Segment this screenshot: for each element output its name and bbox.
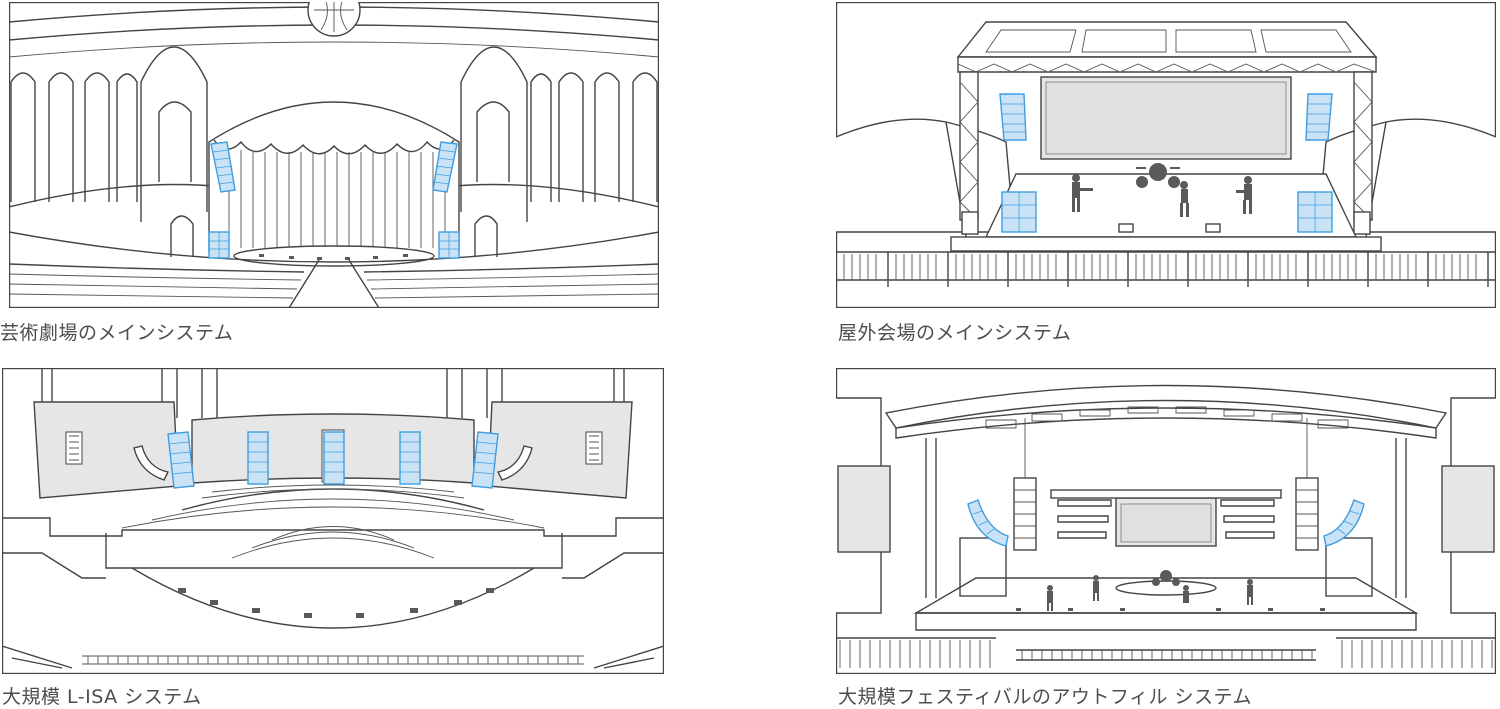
lisa-array-5 (471, 431, 499, 489)
ground-stack-left (1001, 191, 1037, 233)
stage-curtain (228, 150, 446, 248)
panel-outdoor (836, 2, 1496, 308)
lisa-array-1 (167, 431, 195, 489)
left-side-screen (837, 465, 891, 553)
audience-seating (2, 645, 664, 669)
line-array-left (999, 93, 1027, 141)
lisa-illustration (2, 368, 664, 674)
line-array-right (432, 141, 458, 193)
outfill-array-right (1323, 499, 1365, 547)
left-side-screen (33, 401, 179, 499)
band-silhouettes (1047, 570, 1253, 611)
lisa-array-4 (399, 431, 421, 485)
lisa-array-3 (323, 431, 345, 485)
subwoofer-right (438, 231, 460, 259)
outdoor-illustration (836, 2, 1496, 308)
right-side-screen (487, 401, 633, 499)
subwoofer-left (208, 231, 230, 259)
right-arches (460, 46, 658, 257)
caption-theatre: 芸術劇場のメインシステム (0, 322, 234, 344)
roof-truss (956, 21, 1378, 235)
outfill-array-left (967, 499, 1009, 547)
crowd-barrier (836, 251, 1496, 287)
line-array-left (210, 141, 236, 193)
right-side-screen (1441, 465, 1495, 553)
caption-festival: 大規模フェスティバルのアウトフィル システム (838, 686, 1252, 708)
caption-lisa: 大規模 L-ISA システム (2, 686, 202, 708)
left-arches (10, 46, 208, 257)
caption-outdoor: 屋外会場のメインシステム (838, 322, 1072, 344)
ground-stack-right (1297, 191, 1333, 233)
band-silhouettes (1072, 163, 1252, 217)
panel-festival (836, 368, 1496, 674)
audience-seating (836, 637, 1496, 668)
line-array-right (1305, 93, 1333, 141)
panel-theatre (9, 2, 659, 308)
festival-illustration (836, 368, 1496, 674)
theatre-illustration (9, 2, 659, 308)
lisa-array-2 (247, 431, 269, 485)
main-array-left (1013, 477, 1037, 551)
main-array-right (1295, 477, 1319, 551)
panel-lisa (2, 368, 664, 674)
